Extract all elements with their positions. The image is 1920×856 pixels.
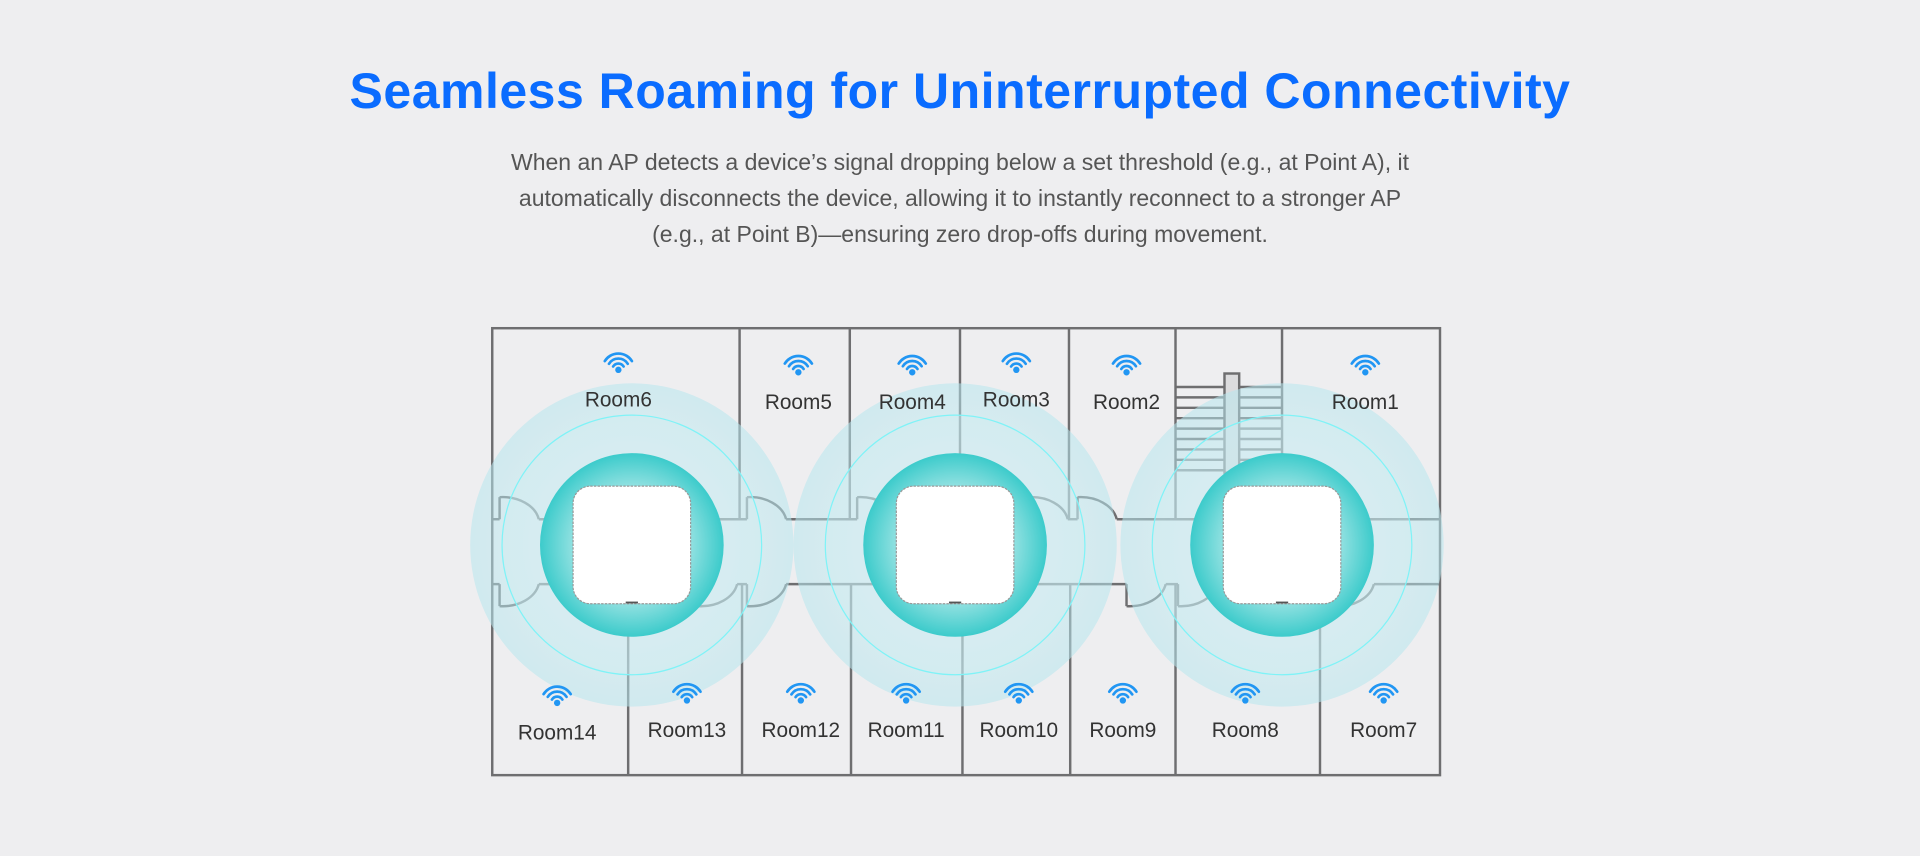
wifi-icon	[897, 354, 928, 376]
access-point-coverage	[1120, 383, 1444, 707]
wifi-icon	[1230, 682, 1261, 704]
access-point-coverage	[793, 383, 1117, 707]
room-label: Room14	[518, 722, 597, 745]
description-line: When an AP detects a device’s signal dro…	[511, 149, 1409, 175]
room-label: Room5	[765, 391, 832, 414]
wifi-icon	[1350, 354, 1381, 376]
page-title: Seamless Roaming for Uninterrupted Conne…	[349, 63, 1571, 119]
description-line: automatically disconnects the device, al…	[518, 185, 1402, 211]
room-label: Room7	[1350, 719, 1417, 742]
access-point-icon	[572, 485, 692, 605]
room-label: Room9	[1089, 719, 1156, 742]
page-description: When an AP detects a device’s signal dro…	[360, 144, 1560, 252]
room-label: Room3	[983, 389, 1050, 412]
room-label: Room8	[1212, 719, 1279, 742]
wifi-icon	[1111, 354, 1142, 376]
access-point-coverage	[470, 383, 794, 707]
room-label: Room10	[979, 719, 1058, 742]
wifi-icon	[1107, 682, 1138, 704]
room-label: Room2	[1093, 391, 1160, 414]
room-label: Room12	[762, 719, 841, 742]
room-label: Room6	[585, 389, 652, 412]
wifi-icon	[1001, 352, 1032, 374]
wifi-icon	[603, 352, 634, 374]
access-point-icon	[895, 485, 1015, 605]
wifi-icon	[542, 685, 573, 707]
wifi-icon	[672, 682, 702, 704]
wifi-icon	[1003, 682, 1034, 704]
room-label: Room1	[1332, 391, 1399, 414]
room-label: Room13	[648, 719, 727, 742]
wifi-icon	[783, 354, 814, 376]
access-point-icon	[1222, 485, 1342, 605]
wifi-icon	[891, 682, 921, 704]
coverage-zones	[470, 383, 1444, 707]
wifi-icon	[1368, 682, 1399, 704]
wifi-icon	[785, 682, 816, 704]
description-line: (e.g., at Point B)—ensuring zero drop-of…	[652, 221, 1268, 247]
room-label: Room4	[879, 391, 946, 414]
room-label: Room11	[868, 719, 945, 742]
